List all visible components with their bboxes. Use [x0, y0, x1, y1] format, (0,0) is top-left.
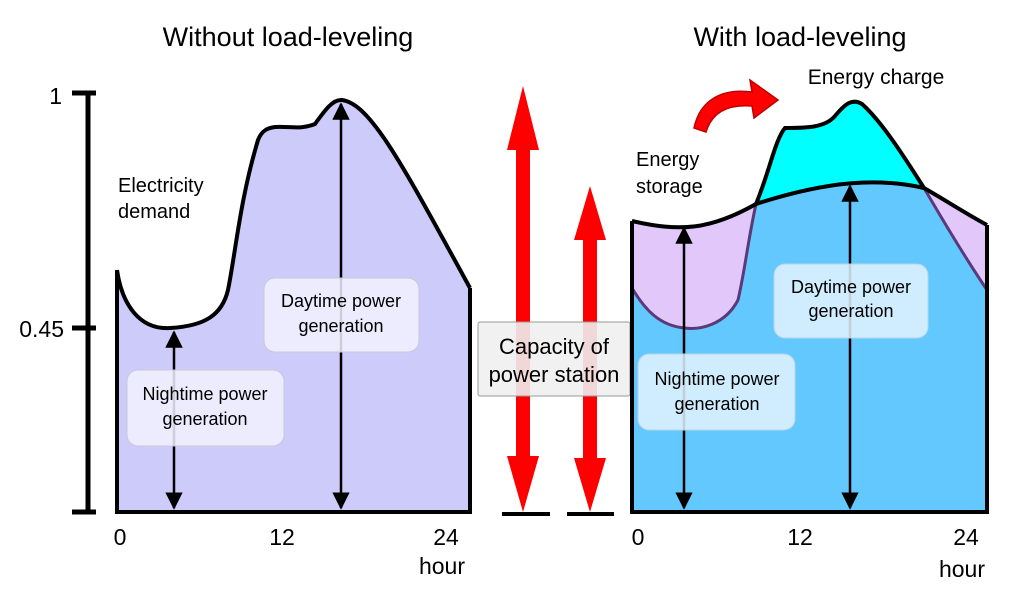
right-x-tick-0: 0: [632, 524, 645, 550]
left-x-tick-12: 12: [269, 524, 295, 550]
left-x-tick-0: 0: [114, 524, 127, 550]
capacity-line2: power station: [489, 362, 620, 387]
right-x-tick-24: 24: [953, 524, 979, 550]
left-x-unit: hour: [419, 553, 465, 579]
y-tick-label-mid: 0.45: [19, 316, 64, 342]
left-nighttime-box: [126, 369, 285, 447]
y-tick-label-top: 1: [49, 83, 62, 109]
right-demand-curve-late: [922, 187, 989, 291]
storage-label-line2: storage: [636, 176, 703, 198]
curve-label-line1: Electricity: [118, 175, 204, 197]
right-x-tick-12: 12: [787, 524, 813, 550]
energy-storage-area-night: [632, 204, 756, 329]
charge-label: Energy charge: [808, 66, 945, 89]
electricity-demand-curve: [115, 97, 472, 331]
right-x-unit: hour: [939, 556, 985, 582]
left-night-line2: generation: [162, 409, 247, 429]
capacity-arrow-large: [507, 86, 539, 512]
right-daytime-box: [773, 263, 929, 339]
leveled-generation-curve: [631, 180, 988, 230]
capacity-line1: Capacity of: [499, 334, 610, 359]
left-panel-frame: [115, 270, 472, 514]
left-day-line1: Daytime power: [281, 291, 401, 311]
y-axis: [72, 90, 96, 515]
right-day-line2: generation: [808, 301, 893, 321]
right-night-line2: generation: [674, 394, 759, 414]
curve-label-line2: demand: [118, 201, 190, 223]
right-night-line1: Nightime power: [654, 369, 779, 389]
right-nighttime-box: [637, 353, 796, 431]
right-demand-peak-curve: [754, 99, 926, 205]
right-panel-title: With load-leveling: [693, 22, 906, 52]
charge-transfer-arrow: [693, 78, 780, 133]
storage-label-line1: Energy: [636, 149, 699, 171]
left-day-line2: generation: [298, 316, 383, 336]
right-panel-frame: [630, 221, 989, 514]
right-demand-curve-lower: [630, 203, 758, 330]
right-day-line1: Daytime power: [791, 277, 911, 297]
left-panel-title: Without load-leveling: [163, 22, 414, 52]
left-x-tick-24: 24: [433, 524, 459, 550]
left-daytime-box: [263, 277, 420, 353]
left-night-line1: Nightime power: [142, 384, 267, 404]
